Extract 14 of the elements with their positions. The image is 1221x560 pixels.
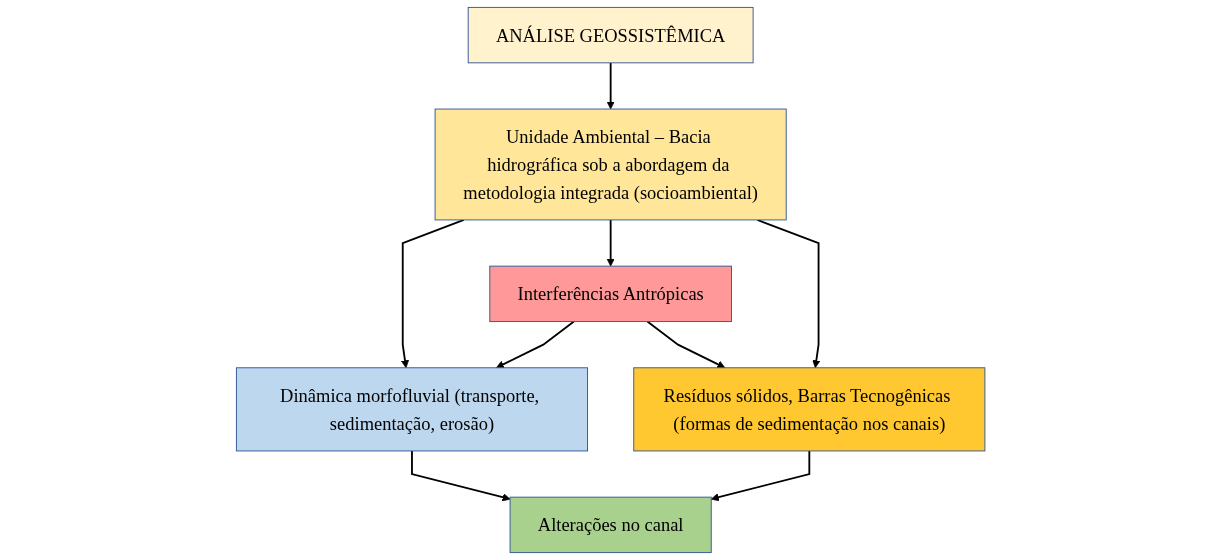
arrow <box>756 219 821 369</box>
arrow <box>606 219 615 267</box>
arrow <box>710 450 811 502</box>
node-box: Dinâmica morfofluvial (transporte, sedimentação, erosão) <box>235 367 588 452</box>
node-box: Alterações no canal <box>509 496 712 554</box>
node-box: Resíduos sólidos, Barras Tecnogênicas (formas de sedimentação nos canais) <box>633 367 986 452</box>
arrow <box>410 450 511 502</box>
node-box: Interferências Antrópicas <box>489 265 732 323</box>
arrow <box>606 61 615 110</box>
arrow <box>400 219 465 369</box>
arrow <box>646 320 726 369</box>
node-box: ANÁLISE GEOSSISTÊMICA <box>467 6 754 64</box>
node-box: Unidade Ambiental – Bacia hidrográfica sob a abordagem da metodologia integrada (socioambiental) <box>434 108 787 221</box>
arrow <box>495 320 575 369</box>
